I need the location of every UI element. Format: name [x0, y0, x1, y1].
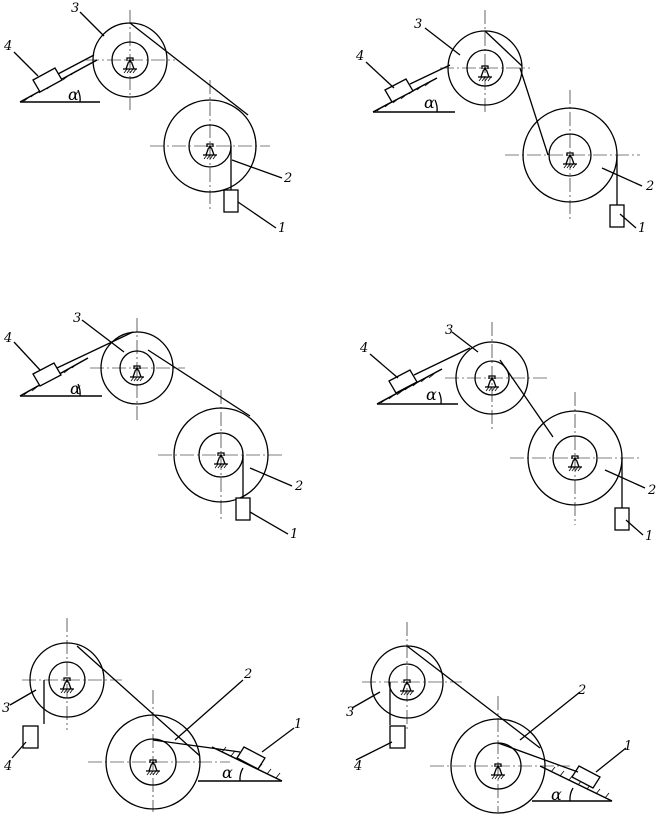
label-slider: 4 — [3, 331, 12, 346]
inclined-plane — [19, 357, 102, 397]
large-pulley-hub — [548, 133, 592, 177]
leaders — [365, 27, 643, 229]
small-pulley-hub — [119, 350, 155, 386]
label-angle: α — [551, 785, 562, 804]
label-small-pulley: 3 — [414, 17, 422, 32]
small-pulley-hub — [111, 41, 149, 79]
leaders — [13, 319, 293, 535]
small-pulley-hub — [466, 49, 504, 87]
small-pulley-outer — [29, 642, 105, 718]
variant-3: 4 3 2 1 α — [3, 311, 303, 542]
load-body — [235, 497, 251, 521]
label-load: 4 — [353, 759, 362, 774]
label-large-pulley: 2 — [647, 483, 656, 498]
rope — [57, 22, 249, 190]
inclined-plane — [532, 765, 613, 802]
label-large-pulley: 2 — [283, 171, 292, 186]
rope — [409, 30, 618, 205]
variant-5: 3 4 2 1 α — [2, 618, 302, 812]
load-body — [22, 725, 39, 749]
centerlines — [22, 618, 230, 812]
label-load: 1 — [290, 527, 298, 542]
large-pulley-outer — [105, 714, 201, 810]
large-pulley-hub — [552, 435, 598, 481]
centerlines — [440, 10, 640, 220]
large-pulley-hub — [129, 738, 177, 786]
leaders — [13, 11, 283, 229]
small-pulley-hub — [388, 663, 426, 701]
rope — [389, 645, 579, 773]
label-slider: 1 — [294, 717, 302, 732]
label-small-pulley: 3 — [2, 701, 10, 716]
load-body — [614, 507, 630, 531]
label-small-pulley: 3 — [445, 323, 453, 338]
label-slider: 4 — [355, 49, 364, 64]
leaders — [351, 691, 627, 773]
variant-6: 3 4 2 1 α — [346, 622, 632, 814]
label-small-pulley: 3 — [71, 1, 79, 16]
label-load: 1 — [638, 221, 646, 236]
load-body — [389, 725, 406, 749]
small-pulley-hub — [48, 661, 86, 699]
label-slider: 1 — [624, 739, 632, 754]
slider-body — [236, 746, 266, 770]
label-large-pulley: 2 — [243, 667, 252, 682]
rope — [413, 347, 623, 508]
label-load: 1 — [645, 529, 653, 544]
small-pulley-outer — [100, 331, 174, 405]
label-large-pulley: 2 — [294, 479, 303, 494]
label-angle: α — [222, 763, 233, 782]
centerlines — [362, 622, 570, 812]
large-pulley-outer — [163, 99, 257, 193]
small-pulley-hub — [474, 360, 510, 396]
variant-2: 4 3 2 1 α — [355, 10, 654, 236]
label-slider: 4 — [359, 341, 368, 356]
slider-body — [384, 78, 414, 103]
inclined-plane — [376, 368, 458, 405]
leaders — [9, 679, 295, 759]
label-large-pulley: 2 — [577, 683, 586, 698]
variant-1: 4 3 2 1 α — [3, 1, 292, 236]
label-large-pulley: 2 — [645, 179, 654, 194]
slider-body — [388, 369, 418, 394]
slider-body — [32, 362, 62, 387]
label-small-pulley: 3 — [346, 705, 354, 720]
label-slider: 4 — [3, 39, 12, 54]
load-body — [609, 204, 625, 228]
label-angle: α — [70, 379, 81, 398]
leaders — [369, 331, 646, 536]
slider-body — [32, 67, 63, 93]
label-angle: α — [68, 85, 79, 104]
slider-body — [571, 765, 601, 789]
load-body — [223, 189, 239, 213]
rope — [43, 645, 241, 757]
label-small-pulley: 3 — [73, 311, 81, 326]
label-load: 1 — [278, 221, 286, 236]
small-pulley-outer — [455, 341, 529, 415]
label-load: 4 — [3, 759, 12, 774]
label-angle: α — [424, 93, 435, 112]
large-pulley-outer — [173, 407, 269, 503]
inclined-plane — [372, 77, 455, 113]
variant-4: 4 3 2 1 α — [359, 322, 656, 544]
rope — [56, 331, 251, 498]
large-pulley-outer — [450, 718, 546, 814]
label-angle: α — [426, 385, 437, 404]
